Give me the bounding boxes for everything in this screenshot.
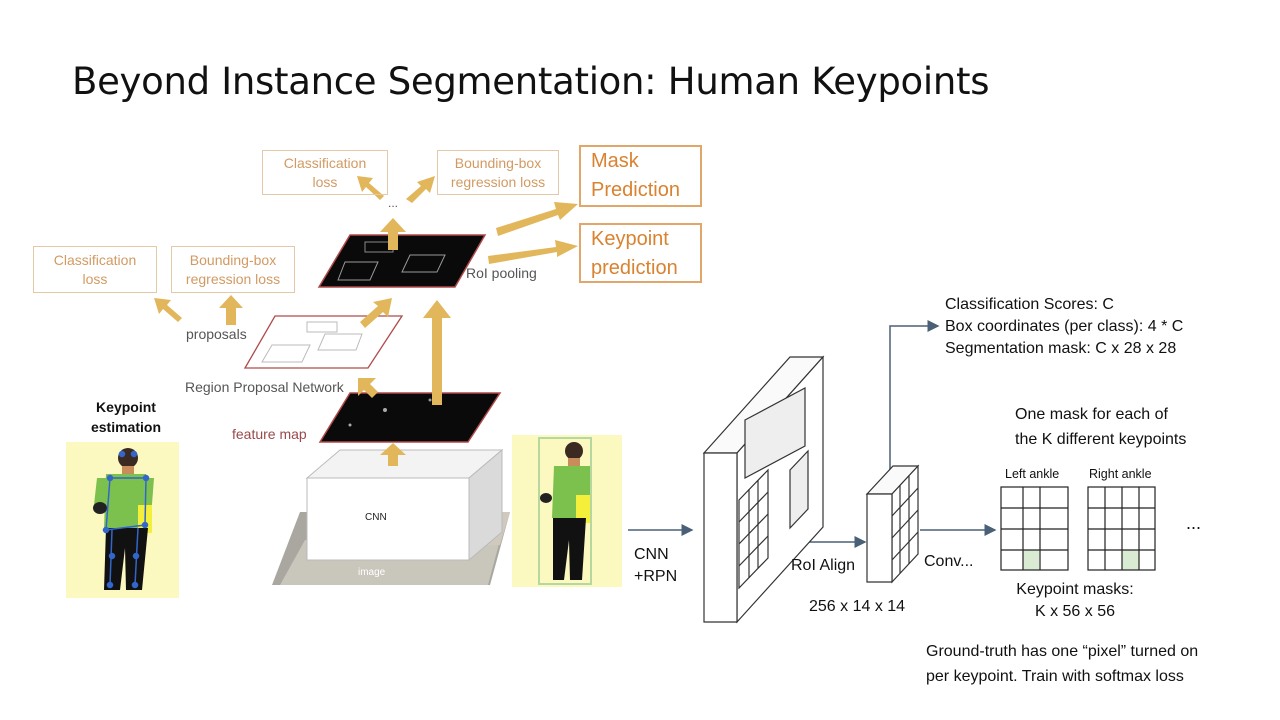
- feature-map-icon: [318, 392, 502, 443]
- left-ankle-label: Left ankle: [1005, 467, 1060, 481]
- cnn-block-icon: [305, 448, 504, 562]
- top-bbox-regression-loss-box: Bounding-box regression loss: [437, 150, 559, 195]
- ground-truth-note: Ground-truth has one “pixel” turned on p…: [926, 643, 1199, 685]
- rpn-label: Region Proposal Network: [185, 379, 344, 395]
- cnn-rpn-label: CNN +RPN: [634, 546, 678, 585]
- ellipsis-label: ...: [388, 196, 399, 210]
- more-masks-ellipsis: ...: [1186, 513, 1202, 533]
- feature-map-label: feature map: [232, 426, 307, 442]
- dims-label: 256 x 14 x 14: [809, 598, 906, 615]
- right-ankle-label: Right ankle: [1089, 467, 1152, 481]
- keypoint-prediction-box: Keypoint prediction: [579, 223, 702, 283]
- roi-align-output-icon: [865, 464, 920, 584]
- roi-pooling-plane-icon: [317, 234, 487, 288]
- detected-person-figure: [512, 435, 622, 587]
- left-ankle-mask-grid: [1000, 486, 1069, 571]
- top-classification-loss-box: Classification loss: [262, 150, 388, 195]
- one-mask-label: One mask for each of the K different key…: [1015, 406, 1187, 448]
- cnn-label: CNN: [365, 512, 387, 523]
- roi-align-label: RoI Align: [791, 557, 856, 574]
- roi-feature-volume-icon: [702, 355, 825, 624]
- keypoint-person-figure: [66, 442, 179, 598]
- keypoint-masks-label: Keypoint masks: K x 56 x 56: [1016, 581, 1134, 620]
- left-classification-loss-box: Classification loss: [33, 246, 157, 293]
- keypoint-estimation-label: Keypoint estimation: [90, 399, 161, 435]
- left-bbox-regression-loss-box: Bounding-box regression loss: [171, 246, 295, 293]
- proposals-plane-icon: [243, 315, 404, 369]
- conv-label: Conv...: [924, 553, 974, 570]
- roi-pooling-label: RoI pooling: [466, 265, 537, 281]
- right-ankle-mask-grid: [1087, 486, 1156, 571]
- gold-arrows: [154, 176, 578, 466]
- mask-prediction-box: Mask Prediction: [579, 145, 702, 207]
- slide-title: Beyond Instance Segmentation: Human Keyp…: [72, 60, 990, 103]
- image-label: image: [358, 567, 386, 578]
- proposals-label: proposals: [186, 326, 247, 342]
- outputs-list: Classification Scores: C Box coordinates…: [945, 296, 1184, 357]
